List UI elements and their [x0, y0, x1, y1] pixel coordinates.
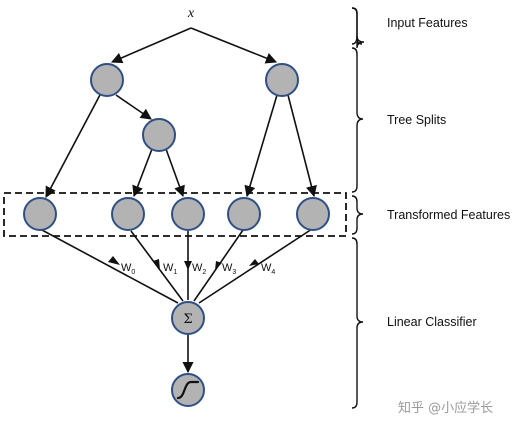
brace-transformed: [351, 195, 364, 235]
edge-t1-leaf1: [45, 92, 102, 198]
tree-edges: [45, 92, 317, 198]
sigmoid-icon: [176, 380, 200, 400]
watermark-text: 知乎 @小应学长: [398, 400, 493, 416]
edge-inner-leaf2: [132, 148, 153, 198]
brace-splits: [351, 47, 364, 193]
section-label-tree-splits: Tree Splits: [387, 113, 446, 127]
section-label-input-features: Input Features: [387, 16, 468, 30]
edge-inner-leaf3: [165, 148, 185, 198]
weight-label-0: W0: [121, 262, 135, 276]
tree-nodes: [90, 63, 299, 152]
weight-label-4: W4: [261, 262, 275, 276]
weight-label-1: W1: [163, 262, 177, 276]
tree1-inner-node: [142, 118, 176, 152]
edge-leaf5-sum: [198, 228, 313, 304]
edge-t1-inner: [115, 94, 152, 120]
section-braces: [351, 7, 365, 409]
brace-classifier: [351, 237, 364, 409]
weight-labels: W0 W1 W2 W3 W4: [121, 262, 275, 276]
weight-label-2: W2: [192, 262, 206, 276]
tree1-root-node: [90, 63, 124, 97]
edge-t2-leaf5: [287, 94, 317, 198]
leaf-node-2: [111, 197, 145, 231]
arrowhead-w1: [153, 259, 160, 270]
input-x-label: x: [187, 6, 195, 21]
weight-edges: [41, 228, 313, 304]
arrowhead-w4: [249, 259, 259, 266]
leaf-node-4: [227, 197, 261, 231]
sum-symbol: Σ: [183, 312, 192, 327]
arrowhead-w2: [184, 261, 192, 270]
weight-label-3: W3: [222, 262, 236, 276]
edge-leaf1-sum: [41, 229, 179, 304]
brace-input-end: [351, 35, 358, 45]
tree2-root-node: [265, 63, 299, 97]
arrowhead-w3: [215, 261, 222, 270]
transformed-features-box: [3, 192, 347, 237]
input-edges: [110, 27, 278, 64]
leaf-node-3: [171, 197, 205, 231]
edge-t2-leaf4: [244, 94, 278, 198]
section-label-transformed-features: Transformed Features: [387, 208, 510, 222]
edge-x-tree1: [110, 27, 192, 64]
arrowhead-w0: [108, 256, 120, 265]
edge-x-tree2: [190, 27, 278, 64]
leaf-node-5: [296, 197, 330, 231]
sigmoid-output-node: [171, 373, 205, 407]
section-label-linear-classifier: Linear Classifier: [387, 315, 477, 329]
sum-node: [171, 301, 205, 335]
leaf-node-1: [23, 197, 57, 231]
leaf-nodes: [23, 197, 330, 231]
